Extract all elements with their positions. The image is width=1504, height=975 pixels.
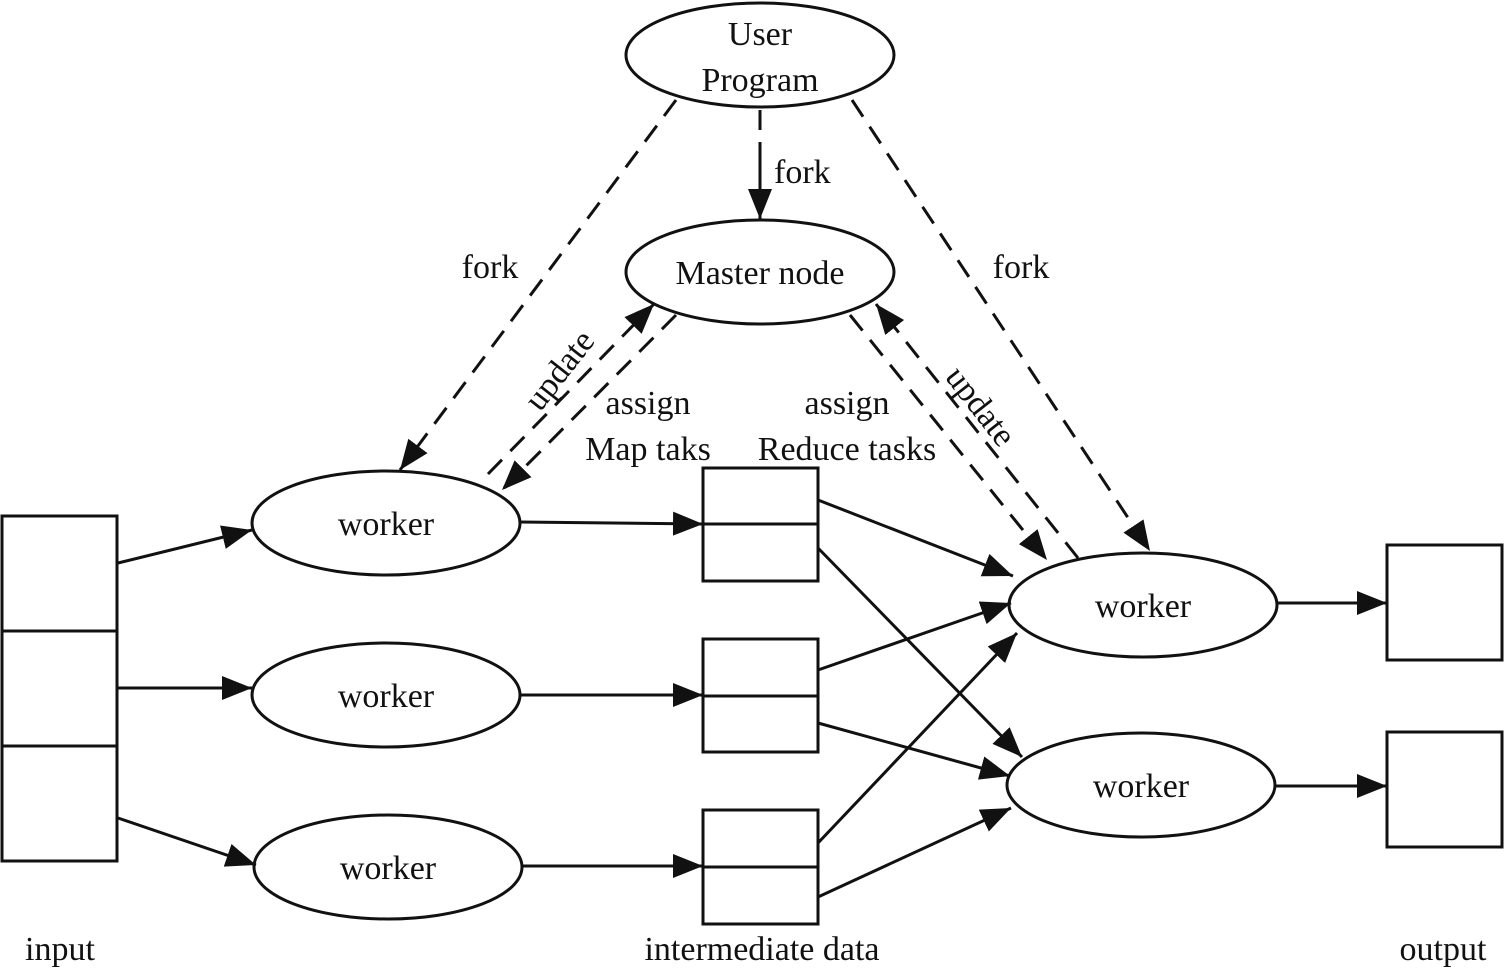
assign-map-label-line1: assign: [606, 385, 691, 422]
assign-map-label-line2: Map taks: [585, 431, 711, 468]
intermediate-files: [701, 466, 820, 926]
intermediate-file-3-a: [701, 808, 820, 869]
arrow-worker-1-to-file-1: [519, 511, 704, 536]
input-caption: input: [25, 931, 95, 968]
arrow-file-3a-to-reducer-1: [816, 631, 1019, 845]
fork-right-label: fork: [993, 249, 1050, 286]
arrow-input-to-worker-1: [117, 525, 253, 565]
output-file-2: [1385, 730, 1504, 849]
master-node-label: Master node: [675, 255, 844, 292]
intermediate-file-2-a: [701, 637, 820, 698]
user-program-node: [624, 1, 896, 109]
intermediate-file-2-b: [701, 694, 820, 754]
input-files: [0, 514, 119, 863]
map-worker-3-label: worker: [340, 850, 437, 887]
master-node: [624, 218, 896, 326]
reduce-worker-1-label: worker: [1095, 588, 1192, 625]
intermediate-data-caption: intermediate data: [644, 931, 879, 968]
arrow-file-1b-to-reducer-2: [816, 546, 1024, 759]
fork-left-arrow: [398, 99, 678, 471]
intermediate-file-1-b: [701, 522, 820, 583]
input-split-3: [0, 744, 119, 863]
assign-reduce-label-line1: assign: [805, 385, 890, 422]
arrow-file-2b-to-reducer-2: [817, 721, 1011, 780]
update-right-arrow: [874, 303, 1080, 559]
arrow-file-2a-to-reducer-1: [817, 601, 1012, 672]
arrow-input-to-worker-3: [117, 816, 257, 867]
input-split-1: [0, 514, 119, 633]
reduce-worker-2: [1005, 731, 1277, 839]
assign-map-arrow: [500, 313, 678, 492]
output-file-1: [1385, 543, 1504, 662]
output-caption: output: [1400, 931, 1487, 968]
data-flow-arrows: [117, 498, 1387, 899]
assign-reduce-label-line2: Reduce tasks: [758, 431, 936, 468]
user-program-label-line1: User: [728, 16, 793, 53]
fork-center-label: fork: [774, 154, 831, 191]
arrow-file-1a-to-reducer-1: [817, 498, 1014, 578]
fork-left-label: fork: [462, 249, 519, 286]
intermediate-file-1-a: [701, 466, 820, 526]
assign-reduce-arrow: [848, 314, 1049, 561]
fork-right-arrow: [850, 99, 1152, 552]
map-worker-1-label: worker: [338, 506, 435, 543]
control-flow-arrows: [398, 99, 1152, 561]
input-split-2: [0, 629, 119, 748]
output-files: [1385, 543, 1504, 849]
arrow-file-3b-to-reducer-2: [817, 806, 1012, 899]
intermediate-file-3-b: [701, 865, 820, 926]
map-worker-2-label: worker: [338, 678, 435, 715]
update-left-arrow: [486, 302, 656, 476]
reduce-worker-2-label: worker: [1093, 768, 1190, 805]
user-program-label-line2: Program: [701, 62, 818, 99]
